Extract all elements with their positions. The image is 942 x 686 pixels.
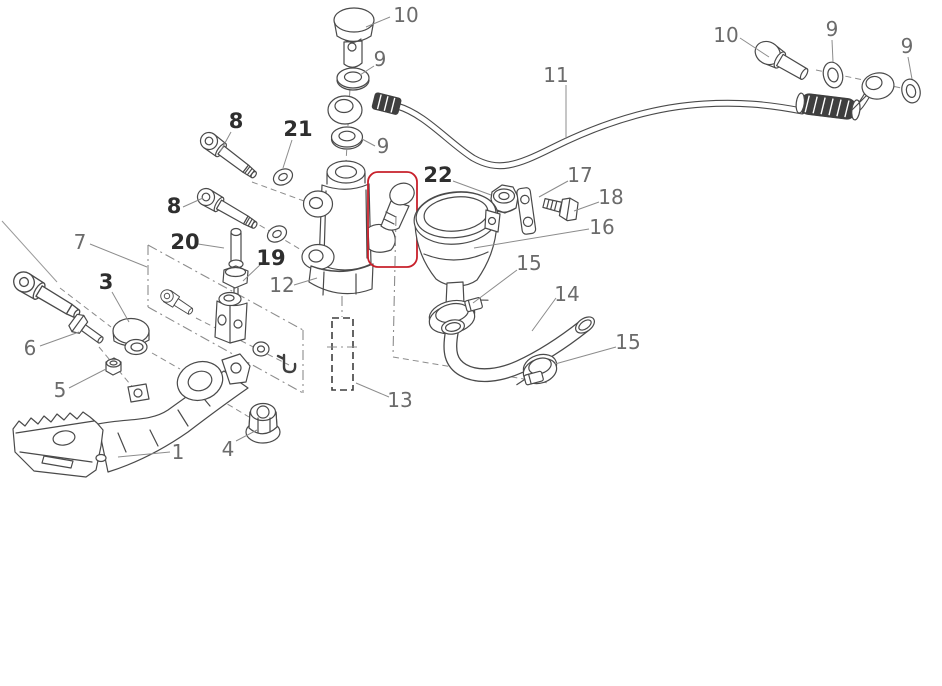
callout-9b: 9	[377, 134, 390, 158]
pedal-pivot-boss	[176, 360, 224, 402]
hose-spring-guard	[795, 92, 861, 121]
reservoir-nut	[490, 184, 519, 214]
callout-leader-9b	[361, 138, 376, 147]
reservoir-hose	[441, 316, 595, 383]
boot-dashed-box	[327, 317, 359, 391]
callout-9d: 9	[901, 34, 914, 58]
clevis-pin-bolt	[160, 289, 194, 315]
callout-7: 7	[74, 230, 87, 254]
callout-16: 16	[589, 215, 614, 239]
mount-bolt-lower	[196, 187, 258, 229]
callout-leader-9a	[359, 65, 375, 76]
callout-5: 5	[54, 378, 67, 402]
callout-13: 13	[387, 388, 412, 412]
callout-3: 3	[99, 270, 114, 294]
callout-leader-15b	[554, 346, 617, 365]
adjuster-nut	[105, 357, 122, 376]
callout-leader-13	[355, 382, 390, 398]
sealing-washer-top-2	[330, 126, 364, 150]
callout-21: 21	[283, 117, 312, 141]
callout-leader-20	[197, 243, 225, 249]
callout-layer: 1345678899991010111213141515161718192021…	[24, 3, 914, 464]
callout-20: 20	[170, 230, 199, 254]
callout-19: 19	[256, 246, 285, 270]
reservoir-bracket	[516, 187, 537, 235]
callout-8a: 8	[229, 109, 244, 133]
callout-14: 14	[554, 282, 579, 306]
sealing-washer-top-1	[336, 67, 370, 91]
pushrod	[228, 227, 244, 269]
banjo-eye-right	[851, 72, 895, 111]
callout-leader-1	[117, 451, 171, 458]
callout-9a: 9	[374, 47, 387, 71]
mounting-region-outline	[147, 244, 304, 394]
washer-lower	[266, 225, 288, 243]
callout-18: 18	[598, 185, 623, 209]
banjo-fitting-top	[327, 92, 402, 125]
callout-1: 1	[172, 440, 185, 464]
bracket-bolt	[542, 197, 579, 222]
callout-9c: 9	[826, 17, 839, 41]
callout-6: 6	[24, 336, 37, 360]
callout-leader-5	[68, 368, 107, 389]
brake-hose	[393, 88, 873, 170]
mount-bolt-upper	[199, 131, 257, 179]
callout-leader-10b	[739, 37, 770, 58]
callout-leader-9c	[831, 39, 834, 63]
callout-leader-9d	[907, 56, 913, 80]
callout-leader-6	[39, 331, 80, 347]
callout-11: 11	[543, 63, 568, 87]
highlight-annotation	[392, 215, 549, 384]
callout-leader-18	[573, 201, 600, 212]
callout-17: 17	[567, 163, 592, 187]
callout-10b: 10	[713, 23, 738, 47]
callout-leader-4	[235, 429, 258, 442]
callout-15a: 15	[516, 251, 541, 275]
sealing-washer-right-2	[901, 78, 921, 104]
brake-pedal	[12, 353, 251, 478]
outlet-elbow	[367, 182, 415, 253]
callout-leader-10a	[365, 16, 391, 28]
callout-leader-15a	[472, 269, 518, 304]
callout-leader-14	[531, 297, 557, 332]
clevis	[214, 265, 249, 344]
pivot-bolt	[13, 271, 81, 319]
clevis-washer	[252, 341, 270, 357]
cylinder-lower-ear	[301, 243, 335, 271]
pivot-bushing	[112, 317, 150, 356]
washer-upper	[272, 168, 294, 186]
cylinder-upper-ear	[302, 190, 334, 218]
callout-4: 4	[222, 437, 235, 461]
banjo-bolt-right	[754, 40, 809, 80]
callout-leader-19	[242, 263, 262, 282]
hose-clamp-lower	[516, 353, 558, 386]
callout-leader-7	[89, 243, 148, 268]
spring-clip	[276, 353, 297, 374]
callout-leader-22	[452, 180, 492, 196]
callout-22: 22	[423, 163, 452, 187]
pedal-clevis-tab	[221, 353, 251, 385]
pedal-spring-tab	[127, 383, 150, 403]
callout-10a: 10	[393, 3, 418, 27]
reservoir-tank	[413, 191, 501, 313]
callout-leader-16	[473, 228, 590, 249]
callout-leader-3	[111, 291, 130, 323]
callout-leader-8a	[219, 131, 232, 153]
callout-8b: 8	[167, 194, 182, 218]
sealing-washer-right-1	[822, 61, 844, 89]
cylinder-bottom-flange	[308, 263, 374, 296]
callout-15b: 15	[615, 330, 640, 354]
callout-leader-8b	[182, 197, 204, 208]
adjuster-bolt	[68, 313, 104, 344]
callout-12: 12	[269, 273, 294, 297]
banjo-bolt-top	[333, 7, 375, 68]
callout-leader-12	[293, 277, 318, 286]
master-cylinder-body	[301, 160, 374, 296]
callout-leader-21	[282, 139, 293, 169]
pivot-flange-nut	[245, 402, 281, 444]
callout-leader-17	[538, 180, 569, 198]
pedal-foot-peg	[12, 411, 107, 478]
